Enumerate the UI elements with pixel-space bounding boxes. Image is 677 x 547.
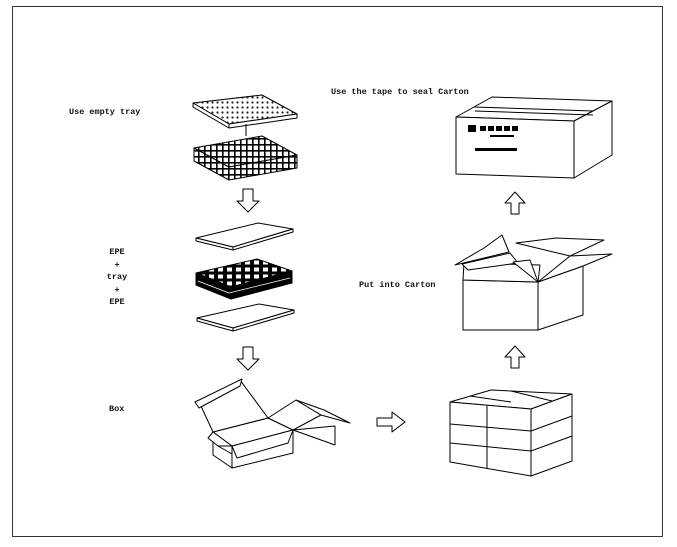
diagram-frame xyxy=(12,6,663,537)
black-tray-icon xyxy=(195,258,293,300)
label-seal-carton: Use the tape to seal Carton xyxy=(331,87,469,97)
grid-tray-icon xyxy=(193,135,298,181)
sealed-carton-icon xyxy=(455,96,613,179)
stacked-boxes-icon xyxy=(449,389,573,477)
label-use-empty-tray: Use empty tray xyxy=(69,107,141,117)
epe-sheet-bottom-icon xyxy=(196,303,295,332)
carton-logo-icon xyxy=(468,125,476,132)
up-arrow-lower-icon xyxy=(504,345,526,369)
label-plus-2: + xyxy=(114,284,120,295)
label-tray: tray xyxy=(106,272,128,282)
label-epe-tray-epe: EPE + tray + EPE xyxy=(97,246,137,309)
label-plus-1: + xyxy=(114,259,120,270)
epe-sheet-top-icon xyxy=(195,222,294,251)
label-box: Box xyxy=(109,404,125,414)
up-arrow-upper-icon xyxy=(504,191,526,215)
down-arrow-2-icon xyxy=(236,346,260,371)
label-put-into-carton: Put into Carton xyxy=(359,280,436,290)
label-epe-bottom: EPE xyxy=(109,297,125,307)
open-box-icon xyxy=(194,378,351,469)
label-epe-top: EPE xyxy=(109,247,125,257)
right-arrow-icon xyxy=(376,411,406,433)
down-arrow-1-icon xyxy=(236,188,260,213)
open-carton-icon xyxy=(454,234,613,331)
empty-tray-lid-icon xyxy=(192,94,298,129)
carton-print-icon xyxy=(475,126,518,151)
